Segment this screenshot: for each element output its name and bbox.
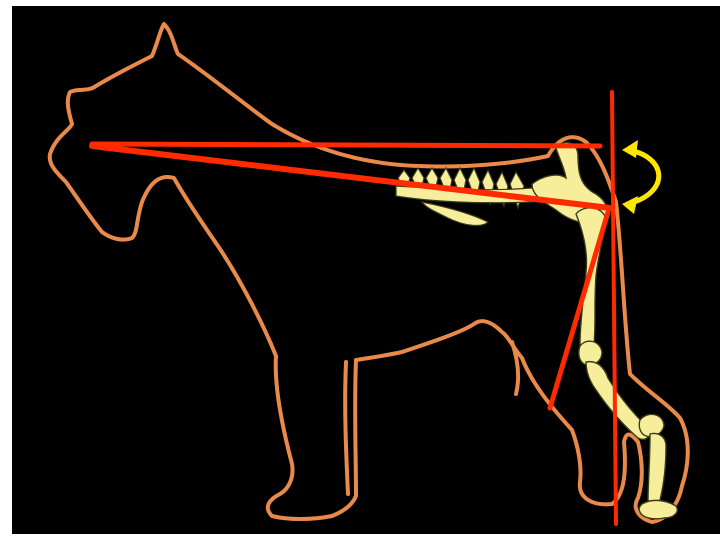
curved-double-arrow-icon — [622, 140, 659, 214]
inner-leg-outline — [345, 362, 348, 494]
metatarsal-bone — [648, 434, 666, 507]
diagram-frame — [12, 6, 720, 534]
paw-bones — [639, 500, 677, 518]
horizontal-reference-line — [92, 144, 600, 146]
dog-anatomy-diagram — [12, 6, 720, 534]
vertical-plumb-line — [612, 92, 616, 524]
